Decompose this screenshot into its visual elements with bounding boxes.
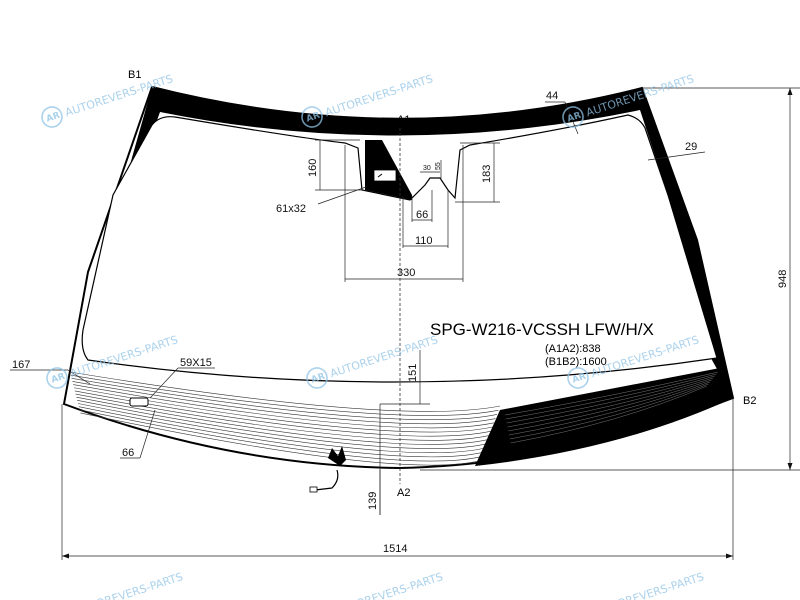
- connector-plug: [309, 486, 318, 493]
- measurement-a1a2: (A1A2):838: [545, 343, 601, 355]
- sensor-mark: [377, 173, 383, 178]
- dim-330: 330: [397, 267, 415, 279]
- sensor-window: [373, 169, 397, 182]
- svg-text:AR: AR: [50, 372, 66, 386]
- measurement-b1b2: (B1B2):1600: [545, 356, 607, 368]
- heating-line-dark: [506, 375, 715, 424]
- heating-line-dark: [508, 381, 711, 436]
- svg-text:AUTOREVERS-PARTS: AUTOREVERS-PARTS: [73, 570, 184, 600]
- point-b1-label: B1: [128, 69, 141, 81]
- dim-167: 167: [12, 359, 30, 371]
- dim-55: 55: [435, 162, 442, 170]
- dim-61x32: 61x32: [276, 203, 306, 215]
- connector-wire: [314, 469, 339, 491]
- heating-lines-right: [504, 371, 719, 444]
- heating-line: [73, 387, 493, 433]
- dim-110: 110: [415, 235, 433, 247]
- dim-44: 44: [546, 90, 558, 102]
- svg-text:AUTOREVERS-PARTS: AUTOREVERS-PARTS: [323, 72, 434, 119]
- inner-viewing-area: [81, 114, 718, 383]
- dim-151: 151: [407, 364, 419, 382]
- svg-text:AR: AR: [571, 372, 587, 386]
- point-a1-label: A1: [397, 114, 410, 126]
- sensor-pad: [129, 397, 149, 407]
- dim-29: 29: [685, 141, 697, 153]
- heating-line: [77, 400, 487, 449]
- heating-line: [74, 390, 492, 437]
- watermark-7: AUTOREVERS-PARTS: [73, 570, 184, 600]
- heating-line: [76, 396, 489, 445]
- point-b2-label: B2: [743, 395, 756, 407]
- dim-139: 139: [367, 492, 379, 510]
- dim-183: 183: [481, 165, 493, 183]
- part-code: SPG-W216-VCSSH LFW/H/X: [430, 320, 654, 339]
- point-a2-label: A2: [397, 487, 410, 499]
- heating-line: [69, 371, 501, 412]
- heating-line: [73, 384, 495, 429]
- watermark-9: AUTOREVERS-PARTS: [594, 570, 705, 600]
- leader-61x32: [317, 186, 367, 205]
- heated-dark-zone: [475, 368, 733, 466]
- svg-text:AR: AR: [310, 372, 326, 386]
- heating-line-dark: [510, 385, 707, 444]
- heating-line-dark: [508, 379, 712, 432]
- heating-line: [75, 393, 490, 441]
- svg-text:AUTOREVERS-PARTS: AUTOREVERS-PARTS: [333, 570, 444, 600]
- dim-66-side: 66: [122, 447, 134, 459]
- heating-line-dark: [504, 371, 719, 416]
- dim-1514: 1514: [383, 543, 407, 555]
- dim-59x15: 59X15: [180, 357, 212, 369]
- leader-29: [647, 151, 706, 161]
- heating-line-dark: [509, 383, 709, 440]
- dim-948: 948: [777, 270, 789, 288]
- heating-line-dark: [507, 377, 714, 428]
- heating-line: [77, 403, 486, 454]
- connector-terminal: [328, 446, 346, 466]
- dim-66-top: 66: [416, 209, 428, 221]
- svg-text:AR: AR: [45, 111, 61, 125]
- svg-text:AUTOREVERS-PARTS: AUTOREVERS-PARTS: [594, 570, 705, 600]
- heating-line-dark: [505, 373, 717, 420]
- dim-30: 30: [423, 165, 431, 172]
- heating-line: [72, 381, 496, 425]
- watermark-8: AUTOREVERS-PARTS: [333, 570, 444, 600]
- heating-lines: [69, 371, 501, 466]
- dim-160: 160: [307, 159, 319, 177]
- svg-text:AR: AR: [566, 111, 582, 125]
- heating-line: [70, 374, 499, 416]
- svg-text:AR: AR: [305, 111, 321, 125]
